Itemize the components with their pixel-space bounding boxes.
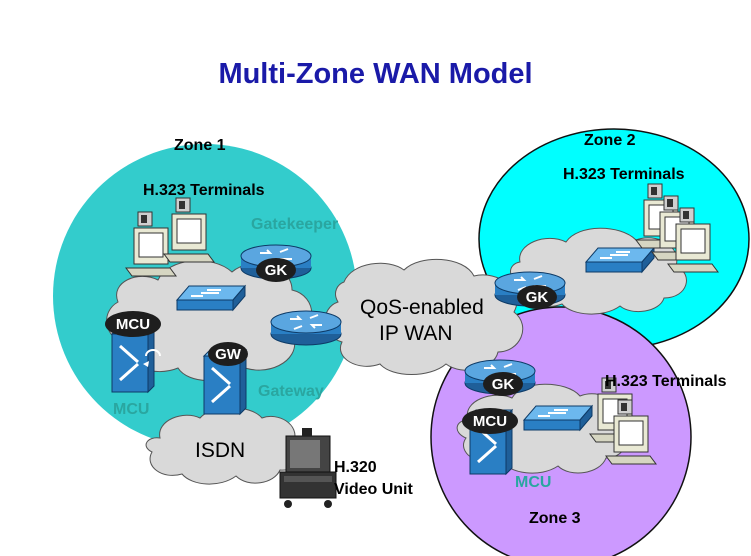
zone3-gk-badge xyxy=(483,372,523,396)
zone3-label: Zone 3 xyxy=(529,510,581,527)
zone2-label: Zone 2 xyxy=(584,132,636,149)
zone1-gk-badge xyxy=(256,258,296,282)
wan-label-line2: IP WAN xyxy=(379,322,453,345)
zone1-label: Zone 1 xyxy=(174,137,226,154)
zone3-switch-icon xyxy=(523,405,593,431)
wan-label-line1: QoS-enabled xyxy=(360,296,484,319)
zone1-gk-badge-text: GK xyxy=(264,262,288,279)
zone1-gw-badge xyxy=(208,342,248,366)
zone2-gk-badge xyxy=(517,285,557,309)
page-title: Multi-Zone WAN Model xyxy=(218,58,533,90)
wan-edge-router-icon xyxy=(270,310,342,346)
zone3-mcu-label: MCU xyxy=(515,474,552,491)
zone1-mcu-badge-text: MCU xyxy=(115,316,151,333)
zone3-mcu-badge-text: MCU xyxy=(472,413,508,430)
video-unit-icon xyxy=(279,428,337,508)
zone3-terminals-label: H.323 Terminals xyxy=(605,373,727,390)
zone1-gatekeeper-label: Gatekeeper xyxy=(251,216,339,233)
zone3-gk-badge-text: GK xyxy=(491,376,515,393)
zone2-gk-badge-text: GK xyxy=(525,289,549,306)
zone1-gateway-label: Gateway xyxy=(258,383,324,400)
zone1-mcu-label: MCU xyxy=(113,401,150,418)
zone1-terminals-label: H.323 Terminals xyxy=(143,182,265,199)
zone2-terminals-label: H.323 Terminals xyxy=(563,166,685,183)
zone1-switch-icon xyxy=(176,285,246,311)
zone1-mcu-sync-icon xyxy=(143,349,161,367)
zone1-gw-badge-text: GW xyxy=(215,346,241,363)
zone1-mcu-badge xyxy=(105,311,161,337)
zone1-mcu-icon xyxy=(110,326,156,394)
video-unit-label-line1: H.320 xyxy=(334,459,377,476)
zone3-mcu-badge xyxy=(462,408,518,434)
video-unit-label-line2: Video Unit xyxy=(334,481,413,498)
isdn-label: ISDN xyxy=(195,439,246,462)
zone2-switch-icon xyxy=(585,247,655,273)
